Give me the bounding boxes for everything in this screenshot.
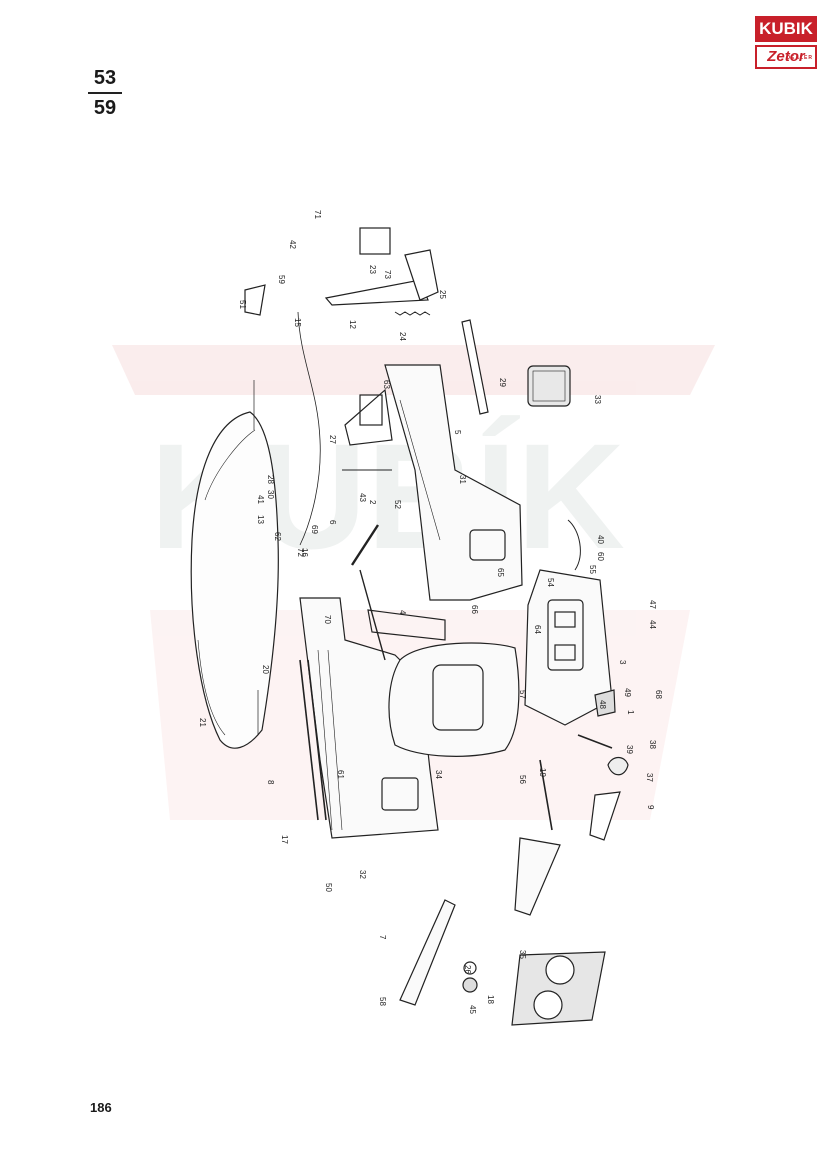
callout-17: 17 [280, 835, 289, 844]
callout-44: 44 [648, 620, 657, 629]
callout-58: 58 [378, 997, 387, 1006]
callout-4: 4 [398, 610, 407, 615]
callout-56: 56 [518, 775, 527, 784]
callout-47: 47 [648, 600, 657, 609]
callout-52: 52 [393, 500, 402, 509]
grille-assembly-part [524, 569, 613, 726]
callout-38: 38 [648, 740, 657, 749]
callout-65: 65 [496, 568, 505, 577]
callout-41: 41 [256, 495, 265, 504]
callout-51: 51 [238, 300, 247, 309]
callout-6: 6 [328, 520, 337, 525]
page-number: 186 [90, 1100, 112, 1115]
callout-37: 37 [645, 773, 654, 782]
callout-20: 20 [261, 665, 270, 674]
callout-62: 62 [273, 532, 282, 541]
callout-16: 16 [300, 548, 309, 557]
callout-12: 12 [348, 320, 357, 329]
callout-45: 45 [468, 1005, 477, 1014]
callout-61: 61 [336, 770, 345, 779]
callout-43: 43 [358, 493, 367, 502]
callout-64: 64 [533, 625, 542, 634]
callout-23: 23 [368, 265, 377, 274]
page-ref-denominator: 59 [93, 97, 117, 119]
callout-73: 73 [383, 270, 392, 279]
callout-5: 5 [453, 430, 462, 435]
callout-40: 40 [596, 535, 605, 544]
parts [190, 227, 629, 1026]
callout-59: 59 [277, 275, 286, 284]
callout-70: 70 [323, 615, 332, 624]
callout-8: 8 [266, 780, 275, 785]
callout-19: 19 [538, 768, 547, 777]
page-ref-numerator: 53 [93, 67, 117, 89]
callout-50: 50 [324, 883, 333, 892]
callout-68: 68 [654, 690, 663, 699]
callout-18: 18 [486, 995, 495, 1004]
callout-71: 71 [313, 210, 322, 219]
callout-24: 24 [398, 332, 407, 341]
callout-48: 48 [598, 700, 607, 709]
callout-31: 31 [458, 475, 467, 484]
callout-13: 13 [256, 515, 265, 524]
callout-60: 60 [596, 552, 605, 561]
callout-labels: 1234567891213151617181920212324252627282… [198, 210, 663, 1014]
logo-tag: DEALER [786, 55, 813, 61]
callout-42: 42 [288, 240, 297, 249]
bottom-bar-part [399, 899, 456, 1006]
callout-32: 32 [358, 870, 367, 879]
logo-brand: KUBIK [755, 16, 817, 42]
callout-33: 33 [593, 395, 602, 404]
callout-9: 9 [646, 805, 655, 810]
callout-29: 29 [498, 378, 507, 387]
callout-28: 28 [266, 475, 275, 484]
callout-66: 66 [470, 605, 479, 614]
callout-57: 57 [518, 690, 527, 699]
hood-part [190, 411, 279, 749]
callout-72: 72 [296, 548, 305, 557]
side-panel-part [384, 364, 523, 601]
callout-25: 25 [438, 290, 447, 299]
callout-1: 1 [626, 710, 635, 715]
callout-39: 39 [625, 745, 634, 754]
callout-35: 35 [518, 950, 527, 959]
callout-27: 27 [328, 435, 337, 444]
callout-34: 34 [434, 770, 443, 779]
callout-30: 30 [266, 490, 275, 499]
callout-69: 69 [310, 525, 319, 534]
callout-55: 55 [588, 565, 597, 574]
vent-grill-part [527, 365, 571, 407]
callout-49: 49 [623, 688, 632, 697]
callout-54: 54 [546, 578, 555, 587]
callout-7: 7 [378, 935, 387, 940]
callout-15: 15 [293, 318, 302, 327]
callout-63: 63 [382, 380, 391, 389]
page-reference: 53 59 [88, 66, 122, 119]
callout-2: 2 [368, 500, 377, 505]
front-frame-part [388, 642, 520, 757]
callout-21: 21 [198, 718, 207, 727]
callout-3: 3 [618, 660, 627, 665]
page-ref-divider [88, 92, 122, 94]
callout-26: 26 [463, 965, 472, 974]
